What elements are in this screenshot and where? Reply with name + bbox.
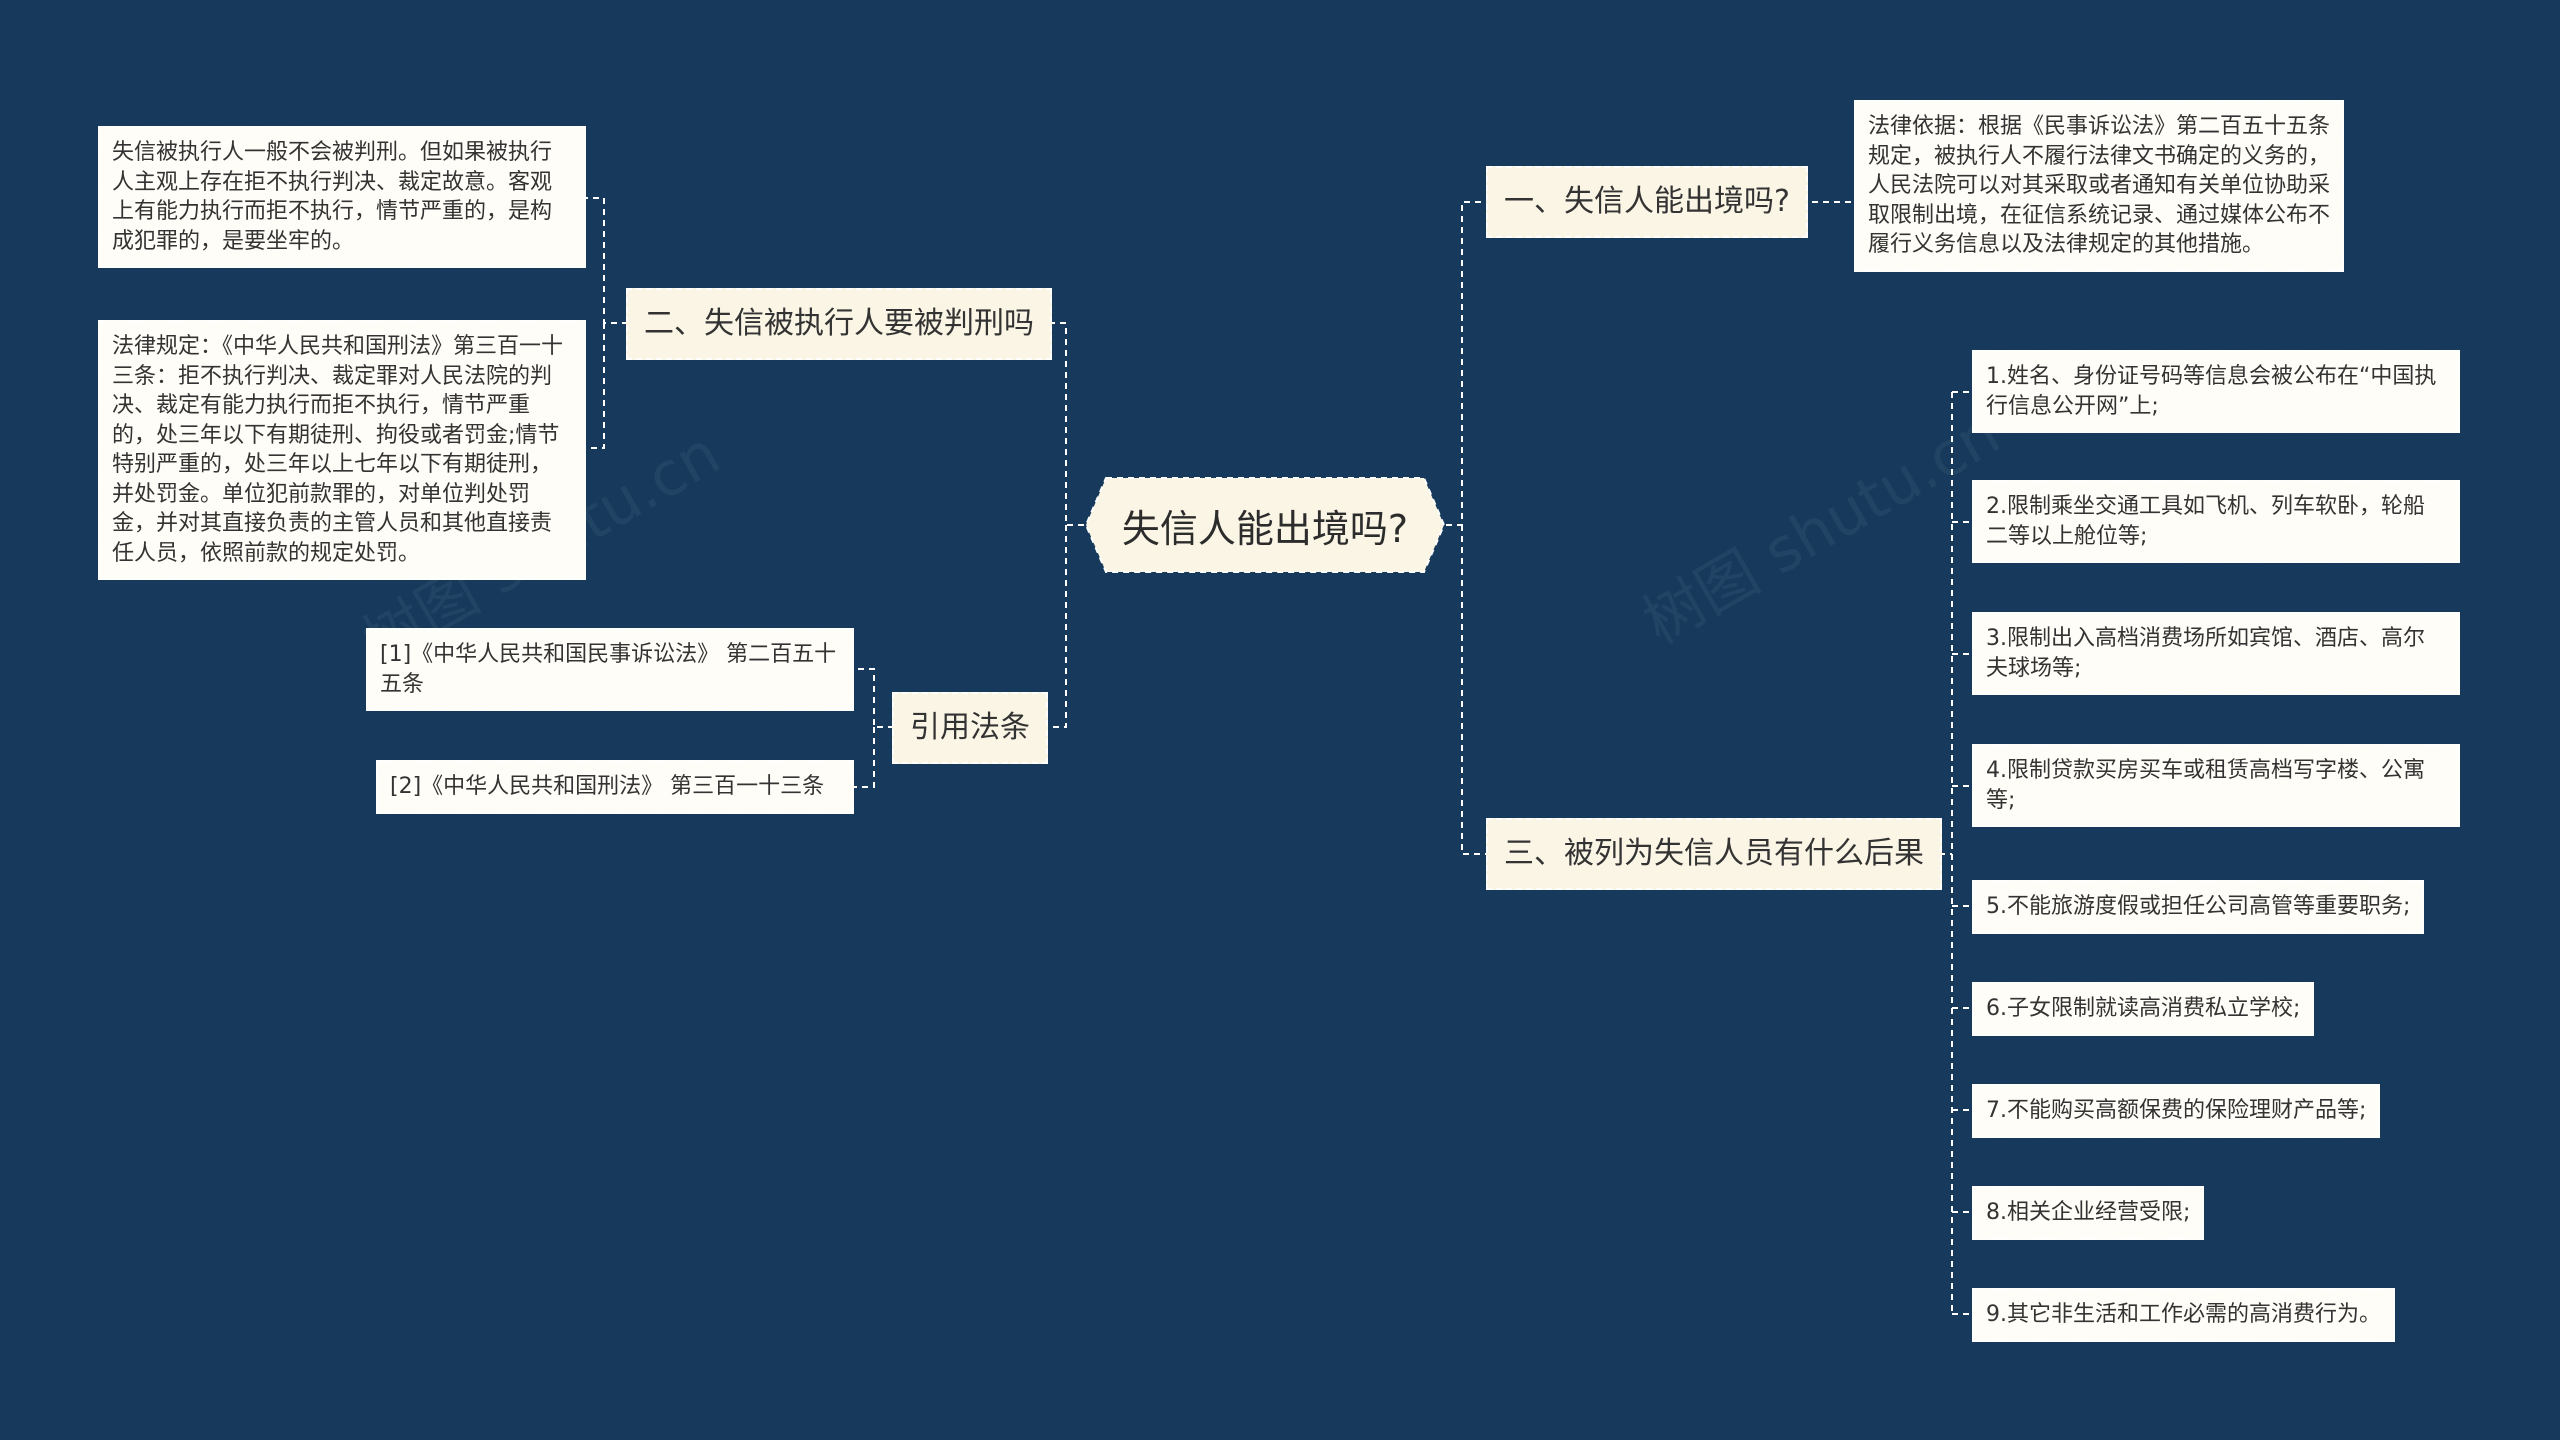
list-item[interactable]: 3.限制出入高档消费场所如宾馆、酒店、高尔夫球场等; bbox=[1972, 612, 2460, 695]
connector-b4-leaf2 bbox=[852, 727, 875, 788]
leaf-text: 9.其它非生活和工作必需的高消费行为。 bbox=[1986, 1302, 2381, 1327]
central-topic-label: 失信人能出境吗? bbox=[1121, 506, 1409, 551]
leaf-explanation[interactable]: 失信被执行人一般不会被判刑。但如果被执行人主观上存在拒不执行判决、裁定故意。客观… bbox=[98, 126, 586, 268]
connector-center-b3 bbox=[1461, 525, 1488, 855]
branch-sentenced[interactable]: 二、失信被执行人要被判刑吗 bbox=[626, 288, 1052, 360]
connector-center-b4 bbox=[1044, 525, 1067, 728]
leaf-criminal-law[interactable]: 法律规定：《中华人民共和国刑法》第三百一十三条：拒不执行判决、裁定罪对人民法院的… bbox=[98, 320, 586, 580]
leaf-text: 2.限制乘坐交通工具如飞机、列车软卧，轮船二等以上舱位等; bbox=[1986, 494, 2425, 549]
list-item[interactable]: 2.限制乘坐交通工具如飞机、列车软卧，轮船二等以上舱位等; bbox=[1972, 480, 2460, 563]
branch-label: 一、失信人能出境吗? bbox=[1504, 184, 1790, 219]
leaf-citation[interactable]: [1]《中华人民共和国民事诉讼法》 第二百五十五条 bbox=[366, 628, 854, 711]
leaf-text: [2]《中华人民共和国刑法》 第三百一十三条 bbox=[390, 774, 825, 799]
connector-center-b2 bbox=[1044, 322, 1084, 526]
branch-label: 引用法条 bbox=[910, 710, 1030, 745]
branch-can-leave-country[interactable]: 一、失信人能出境吗? bbox=[1486, 166, 1808, 238]
connector-b2-leaf1 bbox=[584, 197, 628, 324]
connector-center-b1 bbox=[1446, 201, 1488, 526]
central-topic-shape bbox=[1084, 477, 1446, 573]
leaf-text: 失信被执行人一般不会被判刑。但如果被执行人主观上存在拒不执行判决、裁定故意。客观… bbox=[112, 140, 553, 254]
list-item[interactable]: 1.姓名、身份证号码等信息会被公布在“中国执行信息公开网”上; bbox=[1972, 350, 2460, 433]
leaf-citation[interactable]: [2]《中华人民共和国刑法》 第三百一十三条 bbox=[376, 760, 854, 814]
branch-label: 二、失信被执行人要被判刑吗 bbox=[644, 306, 1034, 341]
leaf-text: 1.姓名、身份证号码等信息会被公布在“中国执行信息公开网”上; bbox=[1986, 364, 2437, 419]
leaf-text: [1]《中华人民共和国民事诉讼法》 第二百五十五条 bbox=[380, 642, 837, 697]
connector-b2-leaf2 bbox=[584, 323, 605, 449]
leaf-text: 4.限制贷款买房买车或租赁高档写字楼、公寓等; bbox=[1986, 758, 2425, 813]
list-item[interactable]: 4.限制贷款买房买车或租赁高档写字楼、公寓等; bbox=[1972, 744, 2460, 827]
list-item[interactable]: 6.子女限制就读高消费私立学校; bbox=[1972, 982, 2315, 1036]
branch-consequences[interactable]: 三、被列为失信人员有什么后果 bbox=[1486, 818, 1942, 890]
list-item[interactable]: 9.其它非生活和工作必需的高消费行为。 bbox=[1972, 1288, 2395, 1342]
leaf-text: 6.子女限制就读高消费私立学校; bbox=[1986, 996, 2301, 1021]
central-topic[interactable]: 失信人能出境吗? bbox=[1084, 476, 1446, 574]
leaf-text: 7.不能购买高额保费的保险理财产品等; bbox=[1986, 1098, 2367, 1123]
connector-b4-leaf1 bbox=[852, 668, 894, 728]
leaf-text: 8.相关企业经营受限; bbox=[1986, 1200, 2191, 1225]
leaf-text: 5.不能旅游度假或担任公司高管等重要职务; bbox=[1986, 894, 2411, 919]
leaf-text: 法律依据：根据《民事诉讼法》第二百五十五条规定，被执行人不履行法律文书确定的义务… bbox=[1868, 114, 2331, 257]
leaf-text: 法律规定：《中华人民共和国刑法》第三百一十三条：拒不执行判决、裁定罪对人民法院的… bbox=[112, 334, 564, 566]
list-item[interactable]: 5.不能旅游度假或担任公司高管等重要职务; bbox=[1972, 880, 2425, 934]
list-item[interactable]: 7.不能购买高额保费的保险理财产品等; bbox=[1972, 1084, 2381, 1138]
branch-label: 三、被列为失信人员有什么后果 bbox=[1504, 836, 1924, 871]
branch-cited-laws[interactable]: 引用法条 bbox=[892, 692, 1048, 764]
list-item[interactable]: 8.相关企业经营受限; bbox=[1972, 1186, 2205, 1240]
leaf-legal-basis[interactable]: 法律依据：根据《民事诉讼法》第二百五十五条规定，被执行人不履行法律文书确定的义务… bbox=[1854, 100, 2344, 272]
leaf-text: 3.限制出入高档消费场所如宾馆、酒店、高尔夫球场等; bbox=[1986, 626, 2425, 681]
